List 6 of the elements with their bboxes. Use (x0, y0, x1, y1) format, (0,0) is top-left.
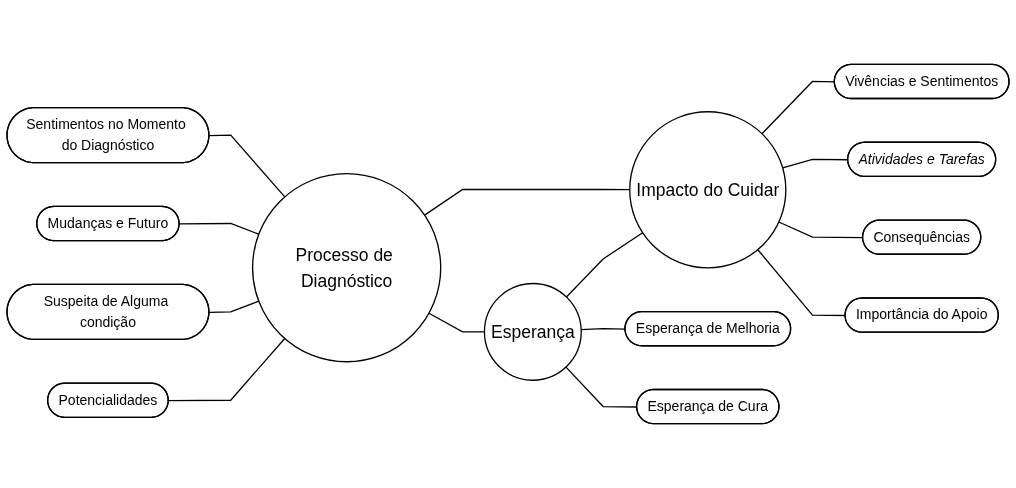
connector (565, 232, 644, 298)
connector (208, 300, 260, 313)
node-circle: Esperança (483, 282, 582, 381)
connector (208, 134, 286, 198)
node-circle: Impacto do Cuidar (629, 111, 787, 269)
node-circle: Processo de Diagnóstico (251, 172, 442, 363)
